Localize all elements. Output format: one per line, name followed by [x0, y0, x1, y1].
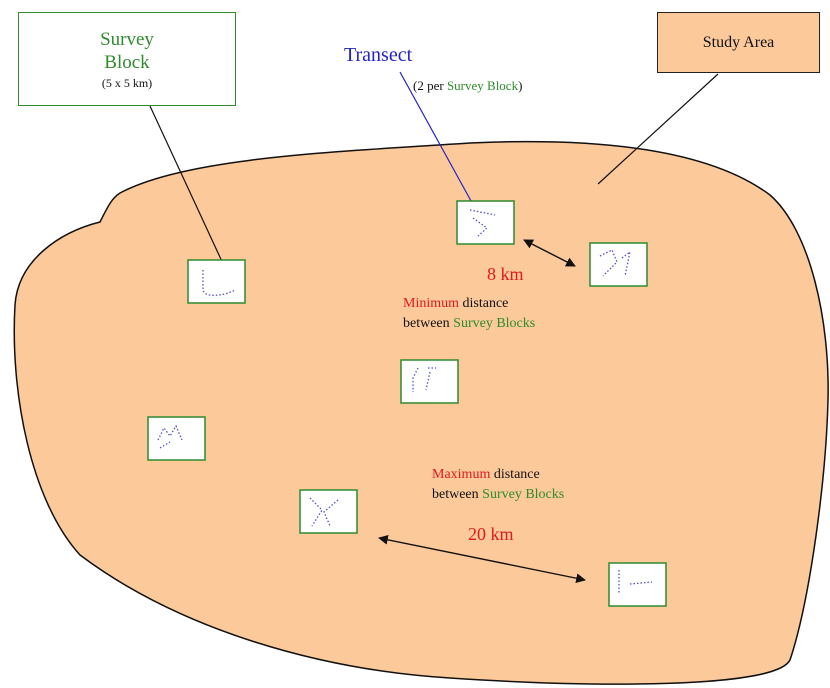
min-distance-description: Minimum distance between Survey Blocks	[403, 296, 536, 331]
survey-block	[589, 242, 648, 287]
min-distance-value: 8 km	[487, 264, 524, 284]
transect-path	[412, 367, 436, 392]
transect-leader-line	[399, 71, 477, 211]
survey-block-title-line1: Survey	[100, 28, 154, 50]
survey-block-leader-line	[149, 105, 226, 269]
transect-path	[309, 497, 339, 527]
transect-title: Transect	[344, 44, 413, 66]
transect-path	[469, 209, 496, 237]
survey-block	[400, 359, 459, 404]
max-distance-value: 20 km	[468, 524, 514, 544]
transect-path	[202, 270, 237, 296]
survey-block	[456, 200, 515, 245]
survey-block-title-line2: Block	[104, 51, 150, 73]
transect-path	[618, 570, 653, 594]
transect-path	[599, 249, 631, 277]
survey-block	[608, 562, 667, 607]
study-area-label: Study Area	[702, 33, 775, 51]
study-area-region	[13, 140, 829, 685]
survey-block	[299, 489, 358, 534]
min-distance-blocks: Survey Blocks	[453, 316, 536, 331]
max-distance-blocks: Survey Blocks	[482, 487, 565, 502]
survey-block-callout: Survey Block (5 x 5 km)	[18, 12, 236, 106]
study-area-callout: Study Area	[657, 12, 820, 73]
transect-note: (2 per Survey Block)	[413, 78, 523, 93]
survey-block-size: (5 x 5 km)	[101, 75, 153, 90]
study-area-leader-line	[597, 73, 719, 185]
min-distance-arrow	[523, 239, 576, 267]
max-distance-description: Maximum distance between Survey Blocks	[432, 467, 565, 502]
min-distance-word: Minimum	[403, 296, 460, 311]
survey-block	[147, 416, 206, 461]
survey-block	[187, 259, 246, 304]
max-distance-arrow	[378, 534, 586, 584]
transect-note-highlight: Survey Block	[446, 78, 519, 93]
max-distance-word: Maximum	[432, 467, 491, 482]
